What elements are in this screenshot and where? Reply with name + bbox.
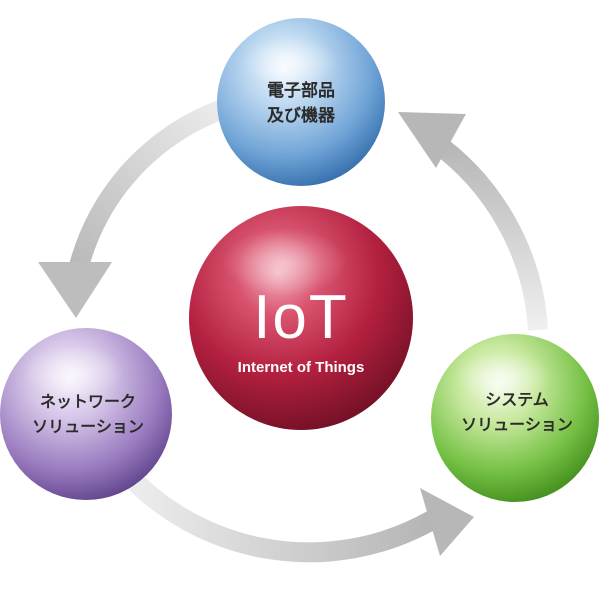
electronic-components-label-line2: 及び機器 (267, 105, 336, 126)
electronic-components-sphere: 電子部品 及び機器 (217, 18, 385, 186)
system-solution-label-line1: システム (485, 390, 549, 409)
center-subtitle: Internet of Things (238, 359, 365, 376)
network-solution-sphere: ネットワーク ソリューション (0, 328, 172, 500)
cycle-arrow-right (398, 112, 548, 331)
network-solution-label-line2: ソリューション (32, 417, 144, 436)
network-solution-label-line1: ネットワーク (40, 392, 136, 411)
cycle-arrow-bottom (107, 453, 474, 563)
cycle-arrow-top-left (38, 95, 238, 318)
system-solution-sphere: システム ソリューション (431, 334, 599, 502)
center-sphere: IoT Internet of Things (189, 206, 413, 430)
center-title: IoT (253, 283, 349, 352)
system-solution-label-line2: ソリューション (461, 415, 573, 434)
electronic-components-label-line1: 電子部品 (267, 80, 335, 101)
